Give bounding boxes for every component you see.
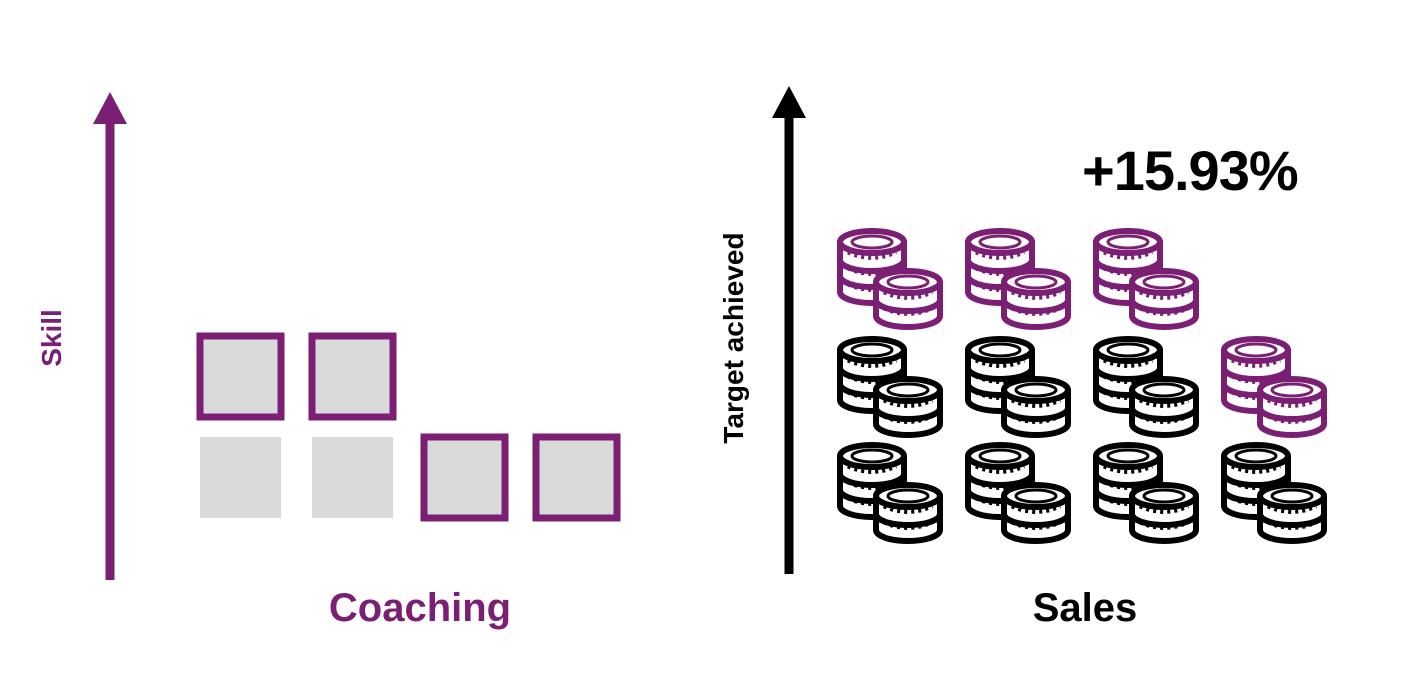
coin-stack-icon <box>1093 228 1199 330</box>
coin-stack-icon <box>965 336 1071 438</box>
outlined-square <box>420 433 509 522</box>
coin-stack-icon <box>965 228 1071 330</box>
outlined-square <box>532 433 621 522</box>
target-axis-arrow <box>772 86 806 574</box>
skill-axis-arrow <box>93 92 127 580</box>
coin-stack-icon <box>1221 336 1327 438</box>
coin-stack-icon <box>837 442 943 544</box>
skill-axis-label: Skill <box>36 309 67 367</box>
coin-stack-icon <box>1093 336 1199 438</box>
coin-stack-icon <box>837 336 943 438</box>
plain-square <box>312 437 393 518</box>
plain-square <box>200 437 281 518</box>
sales-axis-label: Sales <box>1032 586 1138 630</box>
coin-stack-icon <box>1093 442 1199 544</box>
coin-stack-icon <box>965 442 1071 544</box>
coin-stacks <box>837 228 1327 544</box>
coaching-axis-label: Coaching <box>328 586 512 630</box>
outlined-square <box>196 332 285 421</box>
coaching-squares <box>196 332 621 522</box>
target-achieved-axis-label: Target achieved <box>718 232 749 444</box>
coin-stack-icon <box>1221 442 1327 544</box>
coin-stack-icon <box>837 228 943 330</box>
increase-percentage-label: +15.93% <box>1082 139 1299 202</box>
outlined-square <box>308 332 397 421</box>
